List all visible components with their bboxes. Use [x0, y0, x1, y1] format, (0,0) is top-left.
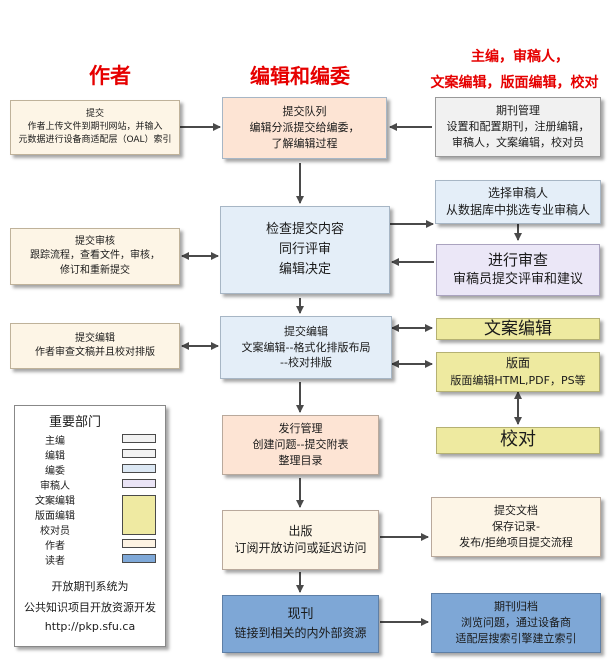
journal-archive-title: 期刊归档 [494, 600, 538, 614]
publish-line1: 订阅开放访问或延迟访问 [234, 541, 367, 555]
legend-title: 重要部门 [48, 415, 101, 430]
editorial-heading: 编辑和编委 [250, 64, 350, 88]
legend-item: 编委 [15, 462, 165, 477]
publish-title: 出版 [288, 523, 313, 538]
author-review-line1: 跟踪流程，查看文件，审核， [30, 250, 160, 262]
submission-archive-line1: 保存记录- [492, 520, 540, 534]
publish-box: 出版 订阅开放访问或延迟访问 [222, 510, 379, 570]
author-copyedit-title: 提交编辑 [75, 332, 115, 344]
submission-queue-title: 提交队列 [282, 105, 327, 119]
journal-management-line2: 审稿人，文案编辑，校对员 [452, 135, 584, 149]
review-check-line3: 编辑决定 [278, 262, 331, 278]
submission-archive-line2: 发布/拒绝项目提交流程 [459, 535, 573, 549]
issue-management-line2: 整理目录 [278, 453, 323, 467]
legend-label: 作者 [45, 541, 65, 552]
conduct-review-line1: 审稿员提交评审和建议 [452, 272, 583, 288]
proofreading-title: 校对 [500, 429, 536, 451]
legend-box: 重要部门 主编 编辑 编委 审稿人 文案编辑 版面编辑 校对员 作者 读者 开放… [14, 405, 166, 647]
submission-edit-title: 提交编辑 [284, 324, 328, 338]
issue-management-line1: 创建问题--提交附表 [252, 438, 349, 452]
legend-swatch [122, 464, 156, 473]
select-reviewer-title: 选择审稿人 [487, 185, 548, 200]
issue-management-box: 发行管理 创建问题--提交附表 整理目录 [222, 415, 379, 475]
author-submit-title: 提交 [85, 108, 104, 119]
review-check-line1: 检查提交内容 [265, 221, 344, 237]
proofreading-box: 校对 [436, 427, 600, 454]
author-heading: 作者 [89, 64, 131, 88]
legend-footer-line1: 开放期刊系统为 [51, 580, 129, 593]
submission-queue-line2: 了解编辑过程 [271, 136, 338, 150]
journal-archive-box: 期刊归档 浏览问题，通过设备商 适配层搜索引擎建立索引 [431, 593, 601, 653]
legend-item: 文案编辑 [15, 492, 165, 507]
author-copyedit-line1: 作者审查文稿并且校对排版 [35, 347, 155, 358]
submission-edit-box: 提交编辑 文案编辑--格式化排版布局 --校对排版 [220, 316, 392, 379]
submission-archive-title: 提交文档 [494, 504, 538, 518]
issue-management-title: 发行管理 [278, 422, 323, 436]
submission-queue-box: 提交队列 编辑分派提交给编委， 了解编辑过程 [222, 97, 387, 159]
current-issue-box: 现刊 链接到相关的内外部资源 [222, 595, 379, 653]
legend-swatch [122, 434, 156, 443]
layout-editing-line1: 版面编辑HTML,PDF，PS等 [450, 373, 586, 387]
legend-item: 审稿人 [15, 477, 165, 492]
legend-item: 版面编辑 [15, 507, 165, 522]
author-review-title: 提交审核 [75, 235, 115, 247]
author-copyedit-box: 提交编辑 作者审查文稿并且校对排版 [10, 323, 180, 369]
current-issue-line1: 链接到相关的内外部资源 [234, 625, 367, 640]
copyediting-title: 文案编辑 [484, 318, 552, 339]
journal-archive-line2: 适配层搜索引擎建立索引 [455, 631, 577, 645]
legend-item: 作者 [15, 537, 165, 552]
legend-item: 校对员 [15, 522, 165, 537]
author-submit-line2: 元数据进行设备商适配层（OAL）索引 [18, 135, 172, 146]
legend-swatch-copy-group [122, 495, 156, 535]
legend-label: 编辑 [45, 451, 65, 462]
legend-label: 主编 [45, 436, 65, 447]
legend-footer-url[interactable]: http://pkp.sfu.ca [44, 620, 136, 633]
journal-archive-line1: 浏览问题，通过设备商 [461, 616, 571, 630]
journal-management-line1: 设置和配置期刊，注册编辑， [446, 120, 590, 134]
legend-label: 校对员 [40, 526, 70, 537]
select-reviewer-line1: 从数据库中挑选专业审稿人 [445, 203, 590, 217]
legend-label: 审稿人 [40, 481, 70, 492]
legend-label: 文案编辑 [35, 496, 75, 507]
legend-label: 版面编辑 [35, 511, 75, 522]
author-submit-line1: 作者上传文件到期刊网站，并输入 [27, 121, 163, 132]
current-issue-title: 现刊 [287, 606, 314, 622]
submission-archive-box: 提交文档 保存记录- 发布/拒绝项目提交流程 [431, 497, 601, 557]
submission-edit-line2: --校对排版 [280, 356, 332, 370]
layout-editing-title: 版面 [505, 356, 530, 371]
legend-footer-line2: 公共知识项目开放资源开发 [24, 601, 156, 614]
author-review-line2: 修订和重新提交 [60, 264, 130, 276]
legend-swatch [122, 449, 156, 458]
legend-item: 编辑 [15, 447, 165, 462]
legend-swatch [122, 539, 156, 548]
author-submit-box: 提交 作者上传文件到期刊网站，并输入 元数据进行设备商适配层（OAL）索引 [10, 100, 180, 155]
legend-swatch [122, 479, 156, 488]
journal-management-title: 期刊管理 [496, 104, 540, 118]
legend-item: 读者 [15, 552, 165, 567]
select-reviewer-box: 选择审稿人 从数据库中挑选专业审稿人 [435, 180, 601, 224]
legend-label: 读者 [45, 556, 65, 567]
copyediting-box: 文案编辑 [436, 318, 600, 340]
review-check-box: 检查提交内容 同行评审 编辑决定 [220, 206, 390, 294]
conduct-review-box: 进行审查 审稿员提交评审和建议 [436, 244, 600, 296]
legend-label: 编委 [45, 466, 65, 477]
submission-edit-line1: 文案编辑--格式化排版布局 [241, 340, 371, 354]
layout-editing-box: 版面 版面编辑HTML,PDF，PS等 [436, 352, 600, 392]
legend-swatch [122, 554, 156, 563]
review-check-line2: 同行评审 [278, 241, 331, 257]
author-review-box: 提交审核 跟踪流程，查看文件，审核， 修订和重新提交 [10, 228, 180, 285]
legend-item: 主编 [15, 432, 165, 447]
submission-queue-line1: 编辑分派提交给编委， [249, 121, 360, 135]
journal-management-box: 期刊管理 设置和配置期刊，注册编辑， 审稿人，文案编辑，校对员 [435, 97, 601, 157]
roles-heading-line1: 主编，审稿人， [471, 49, 569, 65]
conduct-review-title: 进行审查 [487, 250, 548, 269]
roles-heading-line2: 文案编辑，版面编辑，校对 [430, 75, 599, 91]
